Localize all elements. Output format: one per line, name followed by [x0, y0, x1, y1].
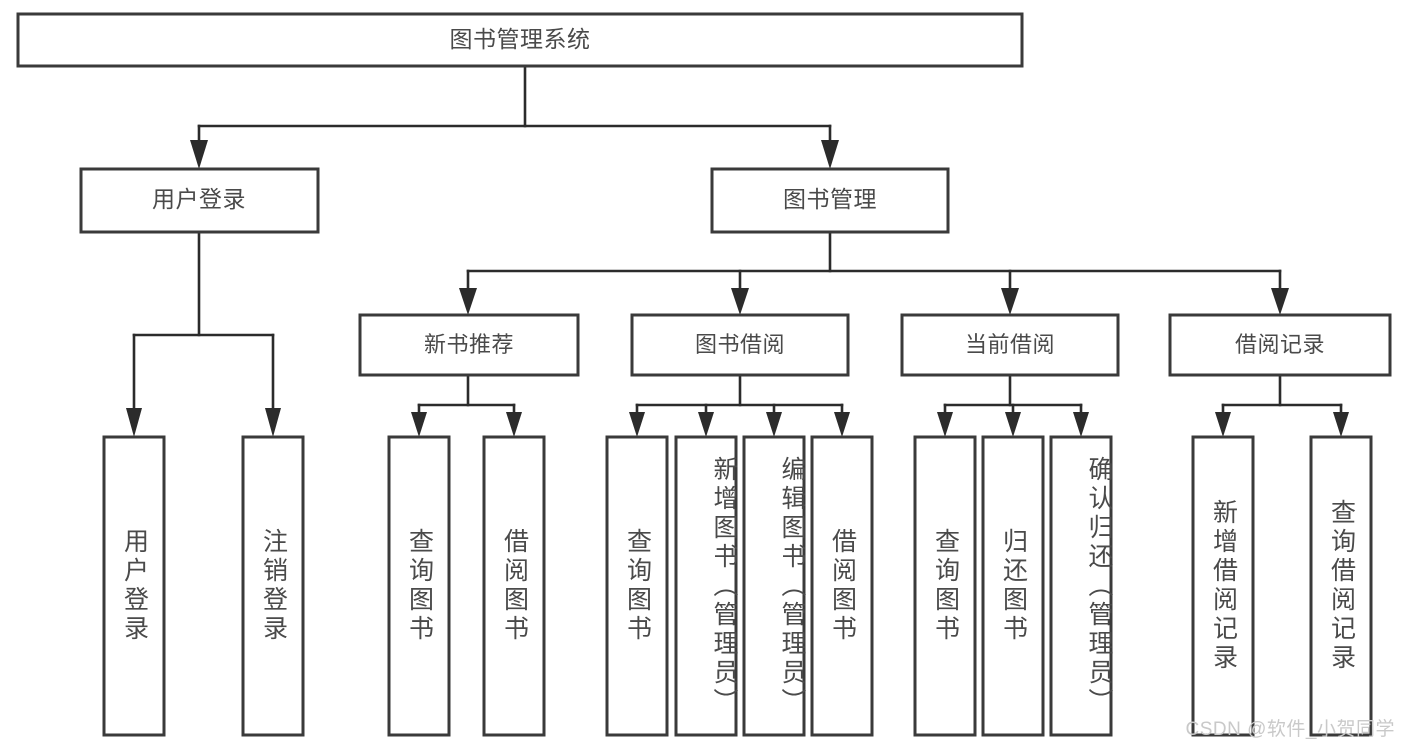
connector-borrow-record-to-leaves	[1215, 373, 1349, 437]
arrow-head-bb-add	[698, 412, 714, 437]
arrow-head-br-query	[1333, 412, 1349, 437]
node-leaf-cb-confirm-return-box[interactable]	[1049, 435, 1113, 737]
node-book-management-label: 图书管理	[783, 186, 877, 212]
node-box[interactable]	[79, 167, 320, 234]
node-new-book-recommend-label: 新书推荐	[424, 332, 514, 357]
connector-root-to-level2	[190, 64, 839, 169]
node-leaf-bb-add-book-box[interactable]	[674, 435, 738, 737]
arrow-head-new-book	[459, 288, 477, 315]
arrow-head-user-login	[190, 140, 208, 169]
arrow-head-book-manage	[821, 140, 839, 169]
arrow-head-cb-query	[937, 412, 953, 437]
connector-book-manage-to-level3	[459, 230, 1289, 315]
arrow-head-bb-query	[629, 412, 645, 437]
arrow-head-cb-confirm	[1073, 412, 1089, 437]
node-root-book-management-system[interactable]: 图书管理系统	[16, 12, 1024, 68]
node-box[interactable]	[630, 313, 850, 377]
node-leaf-nb-borrow-book-box[interactable]	[482, 435, 546, 737]
node-leaf-bb-edit-book-box[interactable]	[742, 435, 806, 737]
node-book-borrow-label: 图书借阅	[695, 332, 785, 357]
node-box[interactable]	[710, 167, 950, 234]
arrow-head-current-borrow	[1001, 288, 1019, 315]
node-leaf-cb-query-book-box[interactable]	[913, 435, 977, 737]
node-book-management[interactable]: 图书管理	[710, 167, 950, 234]
arrow-head-bb-borrow	[834, 412, 850, 437]
node-box[interactable]	[16, 12, 1024, 68]
connector-user-login-to-leaves	[126, 230, 281, 437]
arrow-head-nb-borrow	[506, 412, 522, 437]
node-root-label: 图书管理系统	[450, 26, 591, 52]
node-book-borrow[interactable]: 图书借阅	[630, 313, 850, 377]
arrow-head-nb-query	[411, 412, 427, 437]
node-user-login-label: 用户登录	[152, 186, 246, 212]
node-user-login[interactable]: 用户登录	[79, 167, 320, 234]
node-leaf-nb-query-book-box[interactable]	[387, 435, 451, 737]
node-new-book-recommend[interactable]: 新书推荐	[358, 313, 580, 377]
arrow-head-br-add	[1215, 412, 1231, 437]
node-box[interactable]	[358, 313, 580, 377]
node-leaf-bb-borrow-book-box[interactable]	[810, 435, 874, 737]
node-borrow-record[interactable]: 借阅记录	[1168, 313, 1392, 377]
arrow-head-leaf-user-login	[126, 408, 142, 437]
node-leaf-bb-query-book-box[interactable]	[605, 435, 669, 737]
arrow-head-borrow-record	[1271, 288, 1289, 315]
connector-new-book-to-leaves	[411, 373, 522, 437]
arrow-head-leaf-logout	[265, 408, 281, 437]
csdn-watermark: CSDN @软件_小贺同学	[1185, 719, 1395, 740]
node-leaf-br-query-record-box[interactable]	[1309, 435, 1373, 737]
node-leaf-logout-box[interactable]	[241, 435, 305, 737]
arrow-head-book-borrow	[731, 288, 749, 315]
node-current-borrow-label: 当前借阅	[965, 332, 1055, 357]
connector-book-borrow-to-leaves	[629, 373, 850, 437]
node-leaf-user-login-box[interactable]	[102, 435, 166, 737]
arrow-head-bb-edit	[766, 412, 782, 437]
node-current-borrow[interactable]: 当前借阅	[900, 313, 1120, 377]
node-box[interactable]	[1168, 313, 1392, 377]
arrow-head-cb-return	[1005, 412, 1021, 437]
node-borrow-record-label: 借阅记录	[1235, 332, 1325, 357]
node-leaf-br-add-record-box[interactable]	[1191, 435, 1255, 737]
node-leaf-cb-return-book-box[interactable]	[981, 435, 1045, 737]
node-box[interactable]	[900, 313, 1120, 377]
connector-current-borrow-to-leaves	[937, 373, 1089, 437]
